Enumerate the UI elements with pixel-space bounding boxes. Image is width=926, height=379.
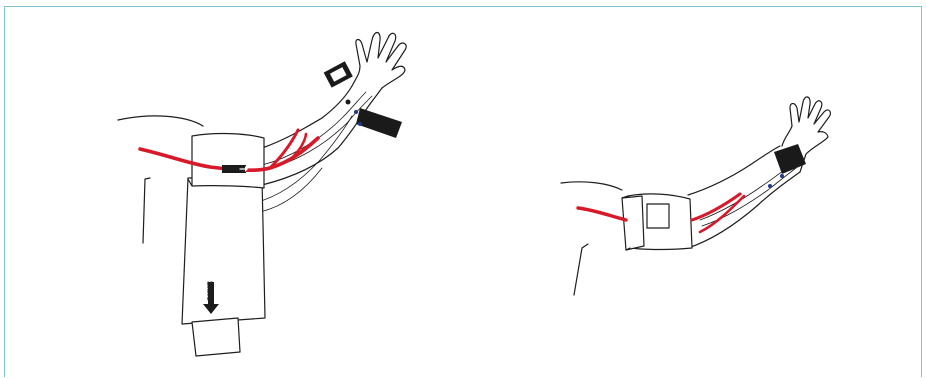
left-cuff-range-label: RANGE (208, 281, 214, 300)
right-cuff-front (622, 196, 644, 250)
right-torso-outline (574, 244, 588, 295)
left-cuff-bottom-flap (192, 318, 240, 356)
left-hand (352, 33, 406, 105)
left-wrist-device (324, 61, 402, 138)
right-arm-figure (561, 97, 830, 295)
left-cuff-hanging (182, 178, 265, 324)
left-cuff-label-group: ARTERY (222, 165, 248, 173)
right-cuff-window (647, 204, 669, 228)
left-torso-outline (143, 178, 150, 243)
left-cuff-artery-label: ARTERY (225, 167, 246, 173)
left-shoulder-outline (118, 116, 203, 126)
left-arm-figure (118, 33, 406, 357)
left-tube-line-4 (260, 168, 322, 212)
right-shoulder-outline (561, 182, 622, 190)
left-cuff-wrap (192, 134, 264, 188)
right-forearm-bottom (758, 172, 800, 205)
right-upper-arm-bottom (688, 205, 758, 248)
right-upper-arm-top (688, 165, 750, 195)
left-tube-line-1 (262, 92, 366, 165)
